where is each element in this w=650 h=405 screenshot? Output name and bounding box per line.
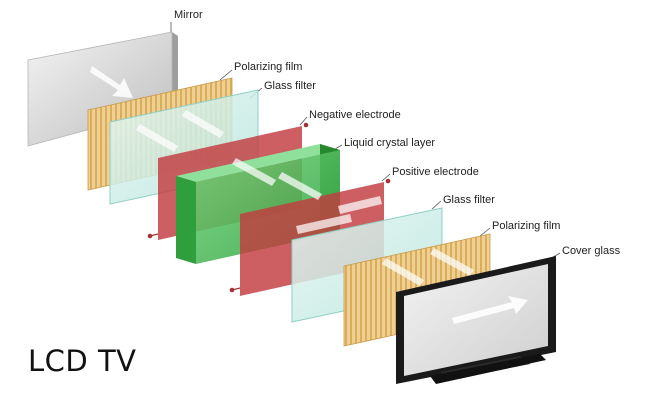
label-cover-glass: Cover glass [562, 245, 621, 257]
label-positive-electrode: Positive electrode [392, 166, 479, 178]
label-mirror: Mirror [174, 9, 203, 21]
label-liquid-crystal-layer: Liquid crystal layer [344, 137, 436, 149]
light-arrows [136, 110, 474, 286]
cover-glass-tv [396, 256, 556, 384]
label-glass-filter-back: Glass filter [264, 80, 316, 92]
label-polarizing-film-back: Polarizing film [234, 61, 303, 73]
label-glass-filter-front: Glass filter [443, 194, 495, 206]
label-negative-electrode: Negative electrode [309, 109, 401, 121]
label-polarizing-film-front: Polarizing film [492, 220, 561, 232]
diagram-title: LCD TV [28, 344, 137, 378]
